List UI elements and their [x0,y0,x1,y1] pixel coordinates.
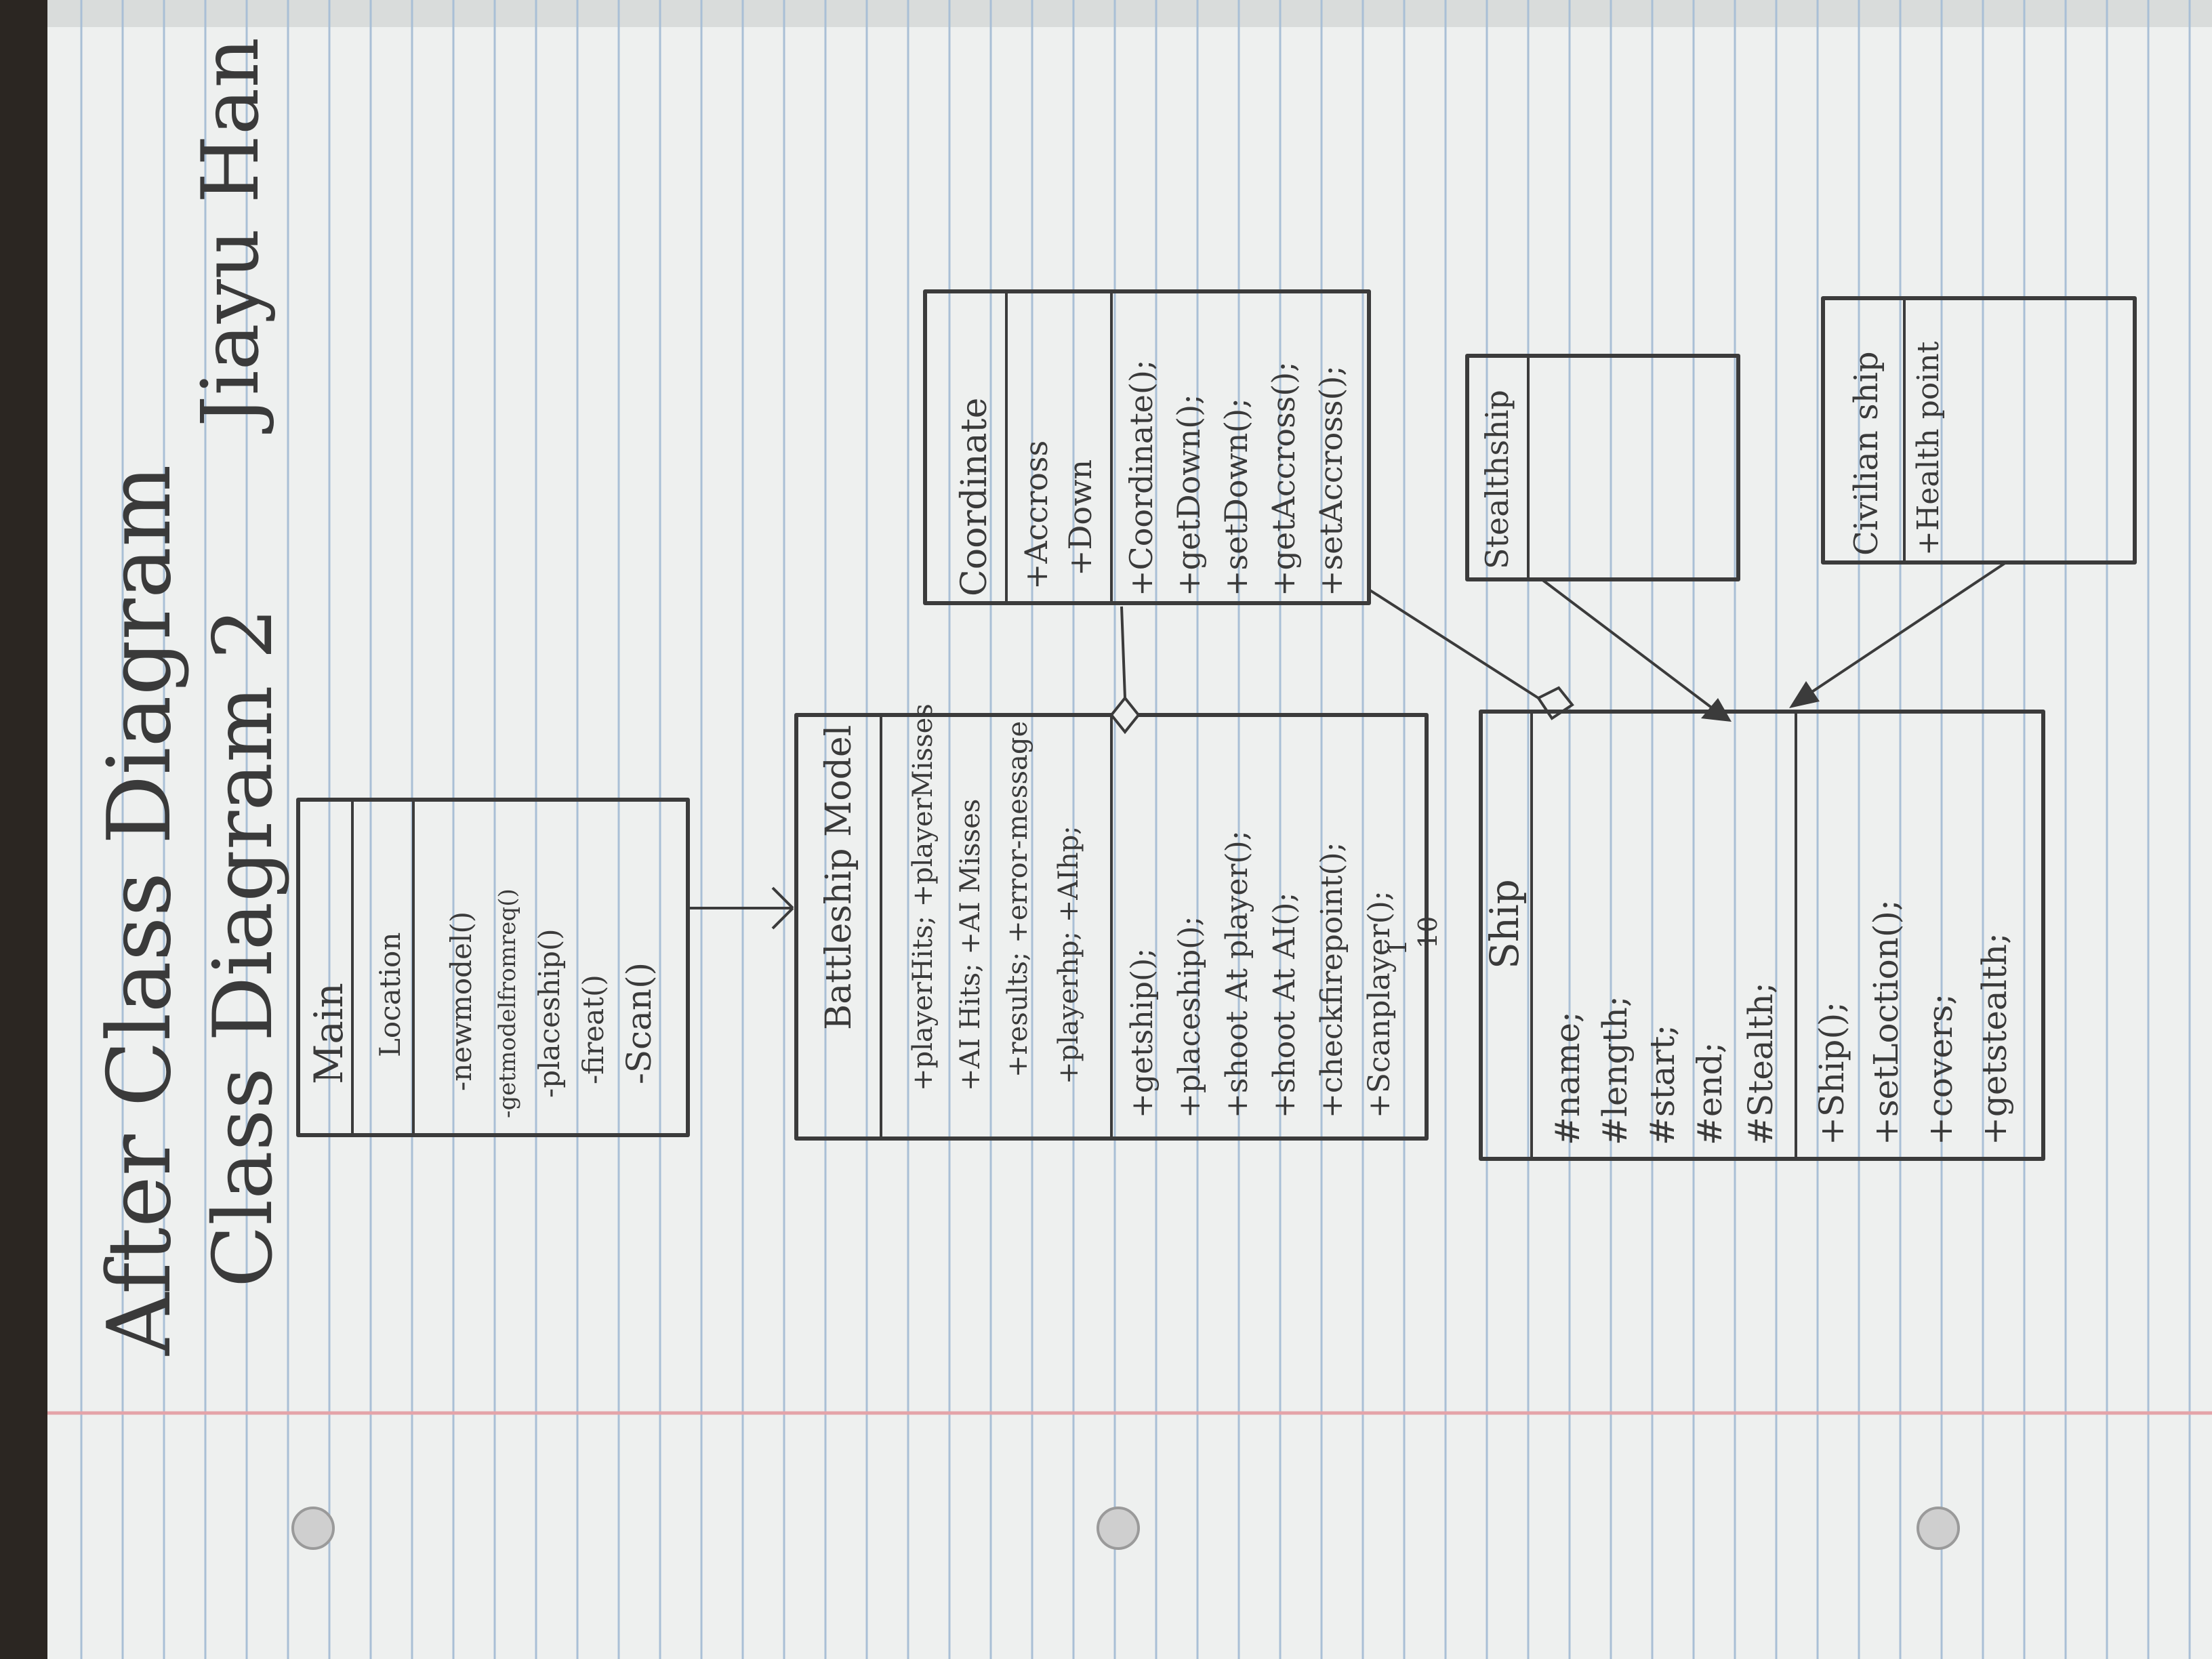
coordinate-attr-0: +Accross [1018,441,1054,590]
main-to-model-arrow [688,886,794,930]
coordinate-method-1: +getDown(); [1170,394,1207,596]
coordinate-method-2: +setDown(); [1218,398,1254,596]
ship-attr-3: #end; [1690,1042,1729,1145]
model-method-4: +checkfirepoint(); [1315,842,1349,1118]
main-method-3: -fireat() [577,975,610,1084]
class-civilian-ship: Civilian ship +Health point [1821,296,2137,565]
model-method-3: +shoot At AI(); [1267,893,1302,1118]
coordinate-class-name: Coordinate [954,398,995,596]
civilian-inherit-arrow [1789,561,2007,708]
class-coordinate: Coordinate +Accross +Down +Coordinate();… [923,289,1371,605]
civilian-ship-class-name: Civilian ship [1847,351,1885,556]
diagram-subtitle: Class Diagram 2 [197,608,291,1288]
ship-attr-4: #Stealth; [1741,982,1780,1145]
model-coordinate-aggregation [1109,606,1141,735]
stealth-inherit-arrow [1540,578,1732,722]
ship-attr-2: #start; [1643,1025,1682,1145]
main-method-1: -getmodelfromreq() [494,888,521,1118]
ship-class-name: Ship [1481,879,1528,969]
model-method-1: +placeship(); [1172,916,1207,1118]
ruled-lines [80,0,2191,1659]
punch-holes [291,1507,1960,1550]
ship-method-0: +Ship(); [1812,1002,1851,1145]
author-name: Jiayu Han [185,37,276,434]
ship-method-2: +covers; [1921,994,1960,1145]
model-method-5: +Scanplayer(); [1362,890,1397,1118]
main-class-name: Main [306,983,352,1084]
coordinate-attr-1: +Down [1062,459,1099,576]
multiplicity-bottom: 10 [1413,916,1443,949]
main-method-0: -newmodel() [445,912,478,1091]
ship-attr-0: #name; [1548,1011,1587,1145]
ship-attr-1: #length; [1595,996,1635,1145]
coordinate-method-0: +Coordinate(); [1123,360,1160,596]
class-main: Main Location -newmodel() -getmodelfromr… [296,798,690,1137]
civilian-ship-attr-0: +Health point [1911,341,1946,556]
multiplicity-top: 1 [1382,939,1412,956]
model-method-0: +getship(); [1125,948,1160,1118]
coordinate-method-3: +getAccross(); [1265,361,1302,596]
ship-method-3: +getstealth; [1975,933,2014,1145]
class-stealth-ship: Stealthship [1465,354,1740,581]
stealth-ship-class-name: Stealthship [1479,390,1515,569]
main-method-2: -placeship() [533,928,566,1098]
model-attr-3: +playerhp; +AIhp; [1053,825,1084,1084]
ship-method-1: +setLoction(); [1866,899,1906,1145]
diagram-title: After Class Diagram [89,464,190,1356]
model-attr-1: +AI Hits; +AI Misses [955,799,986,1091]
model-attr-2: +results; +error-message [1002,721,1033,1078]
paper-sheet [47,0,2212,1659]
class-battleship-model: Battleship Model +playerHits; +playerMis… [794,703,1429,1141]
coordinate-method-4: +setAccross(); [1313,365,1349,596]
class-ship: Ship #name; #length; #start; #end; #Stea… [1479,710,2045,1161]
main-method-4: -Scan() [619,962,659,1084]
main-attr-0: Location [373,933,407,1057]
model-method-2: +shoot At player(); [1220,830,1254,1118]
model-attr-0: +playerHits; +playerMisses [907,703,939,1091]
model-class-name: Battleship Model [819,725,859,1030]
